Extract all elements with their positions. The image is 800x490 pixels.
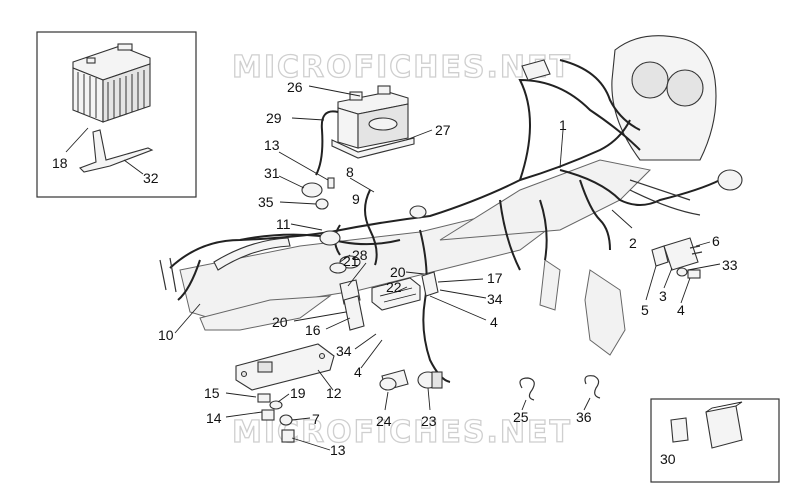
screw-4c [687, 269, 701, 279]
callout-34-right: 34 [487, 291, 503, 307]
callout-13-bottom: 13 [330, 442, 346, 458]
washer-33 [676, 267, 688, 277]
callout-33: 33 [722, 257, 738, 273]
callout-5: 5 [641, 302, 649, 318]
callout-3: 3 [659, 288, 667, 304]
callout-6: 6 [712, 233, 720, 249]
relay-17 [421, 271, 439, 297]
callout-8: 8 [346, 164, 354, 180]
callout-30: 30 [660, 451, 676, 467]
clip-36 [584, 375, 601, 399]
relay-3 [663, 237, 699, 271]
callout-18: 18 [52, 155, 68, 171]
callout-35: 35 [258, 194, 274, 210]
connector-8 [409, 205, 427, 219]
callout-labels: 26 29 27 13 31 35 8 9 1 11 28 21 20 17 2… [52, 79, 738, 467]
callout-10: 10 [158, 327, 174, 343]
leader-lines [65, 85, 721, 451]
bracket-16 [343, 295, 365, 331]
battery-18 [72, 43, 151, 123]
callout-2: 2 [629, 235, 637, 251]
spacer-7 [279, 414, 293, 426]
right-plug [717, 169, 743, 191]
callout-32: 32 [143, 170, 159, 186]
bracket-32 [79, 129, 154, 173]
fuse-box-22 [371, 277, 421, 311]
connector-6 [689, 245, 703, 255]
connector-11 [319, 230, 341, 246]
clip-25 [519, 377, 535, 401]
sheathed-cable-10 [213, 237, 291, 271]
battery-tray-27 [331, 137, 415, 159]
callout-34-lower: 34 [336, 343, 352, 359]
callout-31: 31 [264, 165, 280, 181]
callout-16: 16 [305, 322, 321, 338]
callout-7: 7 [312, 411, 320, 427]
callout-29: 29 [266, 110, 282, 126]
callout-12: 12 [326, 385, 342, 401]
holder-24 [379, 369, 409, 391]
bracket-5 [651, 245, 669, 267]
callout-24: 24 [376, 413, 392, 429]
callout-19: 19 [290, 385, 306, 401]
inset-box-relays [650, 398, 780, 483]
watermark-top: MICROFICHES.NET [232, 50, 572, 85]
callout-15: 15 [204, 385, 220, 401]
instrument-cluster [611, 35, 717, 161]
callout-11: 11 [276, 216, 291, 232]
callout-4-far-right: 4 [677, 302, 685, 318]
callout-25: 25 [513, 409, 529, 425]
battery-26 [337, 85, 409, 149]
callout-20-lower: 20 [272, 314, 288, 330]
callout-27: 27 [435, 122, 451, 138]
callout-13-top: 13 [264, 137, 280, 153]
callout-22: 22 [386, 279, 402, 295]
callout-26: 26 [287, 79, 303, 95]
callout-14: 14 [206, 410, 222, 426]
callout-4-lower: 4 [354, 364, 362, 380]
clamp-35 [315, 198, 329, 210]
inset-box-battery [36, 31, 197, 198]
frame-chassis [179, 159, 652, 356]
switch-top [521, 59, 551, 81]
battery-cable-29 [315, 110, 339, 176]
relays-30 [670, 401, 743, 449]
horn-31 [301, 182, 323, 198]
washer-19 [269, 400, 283, 410]
callout-20-upper: 20 [390, 264, 406, 280]
screw-15 [257, 393, 271, 403]
callout-21: 21 [343, 253, 359, 269]
callout-1: 1 [559, 117, 567, 133]
cap-23 [417, 371, 443, 389]
callout-28: 28 [352, 247, 368, 263]
callout-36: 36 [576, 409, 592, 425]
screw-13b [281, 429, 295, 443]
nut-14 [261, 409, 275, 421]
callout-9: 9 [352, 191, 360, 207]
callout-17: 17 [487, 270, 503, 286]
callout-23: 23 [421, 413, 437, 429]
screw-13a [327, 177, 335, 189]
plate-12 [235, 343, 335, 391]
callout-4-right: 4 [490, 314, 498, 330]
